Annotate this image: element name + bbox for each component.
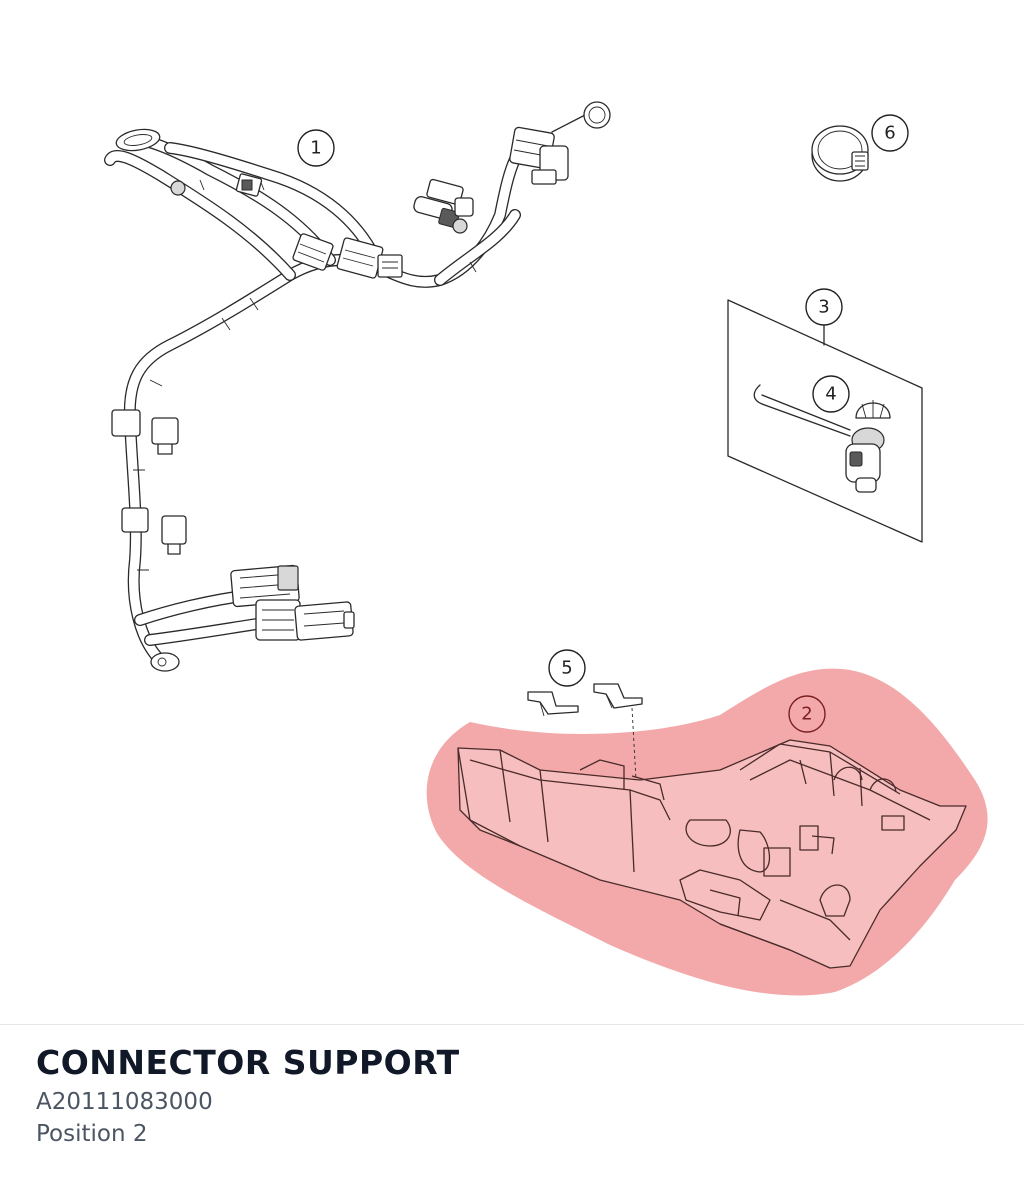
part-caption: CONNECTOR SUPPORT A20111083000 Position … xyxy=(36,1040,996,1150)
part-name: CONNECTOR SUPPORT xyxy=(36,1043,460,1082)
svg-text:3: 3 xyxy=(818,297,829,318)
callout-6[interactable]: 6 xyxy=(871,114,909,152)
part-number: A20111083000 xyxy=(36,1089,213,1115)
exploded-parts-diagram: 1 2 3 4 5 6 xyxy=(104,101,988,996)
connector-support-part-2[interactable] xyxy=(457,739,967,969)
callout-3[interactable]: 3 xyxy=(805,288,843,326)
caption-divider xyxy=(0,1024,1024,1025)
kit-box-parts-3-4[interactable] xyxy=(727,299,923,543)
part-position: Position 2 xyxy=(36,1121,148,1147)
callout-1[interactable]: 1 xyxy=(297,129,335,167)
svg-text:6: 6 xyxy=(884,123,895,144)
svg-text:1: 1 xyxy=(310,138,321,159)
wiring-harness-part-1[interactable] xyxy=(104,101,611,672)
svg-text:4: 4 xyxy=(825,384,836,405)
highlight-region-part-2[interactable] xyxy=(426,668,988,996)
svg-text:5: 5 xyxy=(561,658,572,679)
callout-5[interactable]: 5 xyxy=(548,649,586,687)
callout-4[interactable]: 4 xyxy=(812,375,850,413)
callout-2[interactable]: 2 xyxy=(788,695,826,733)
hose-clamp-part-6[interactable] xyxy=(811,125,869,182)
svg-text:2: 2 xyxy=(801,704,812,725)
clips-part-5[interactable] xyxy=(527,683,643,781)
